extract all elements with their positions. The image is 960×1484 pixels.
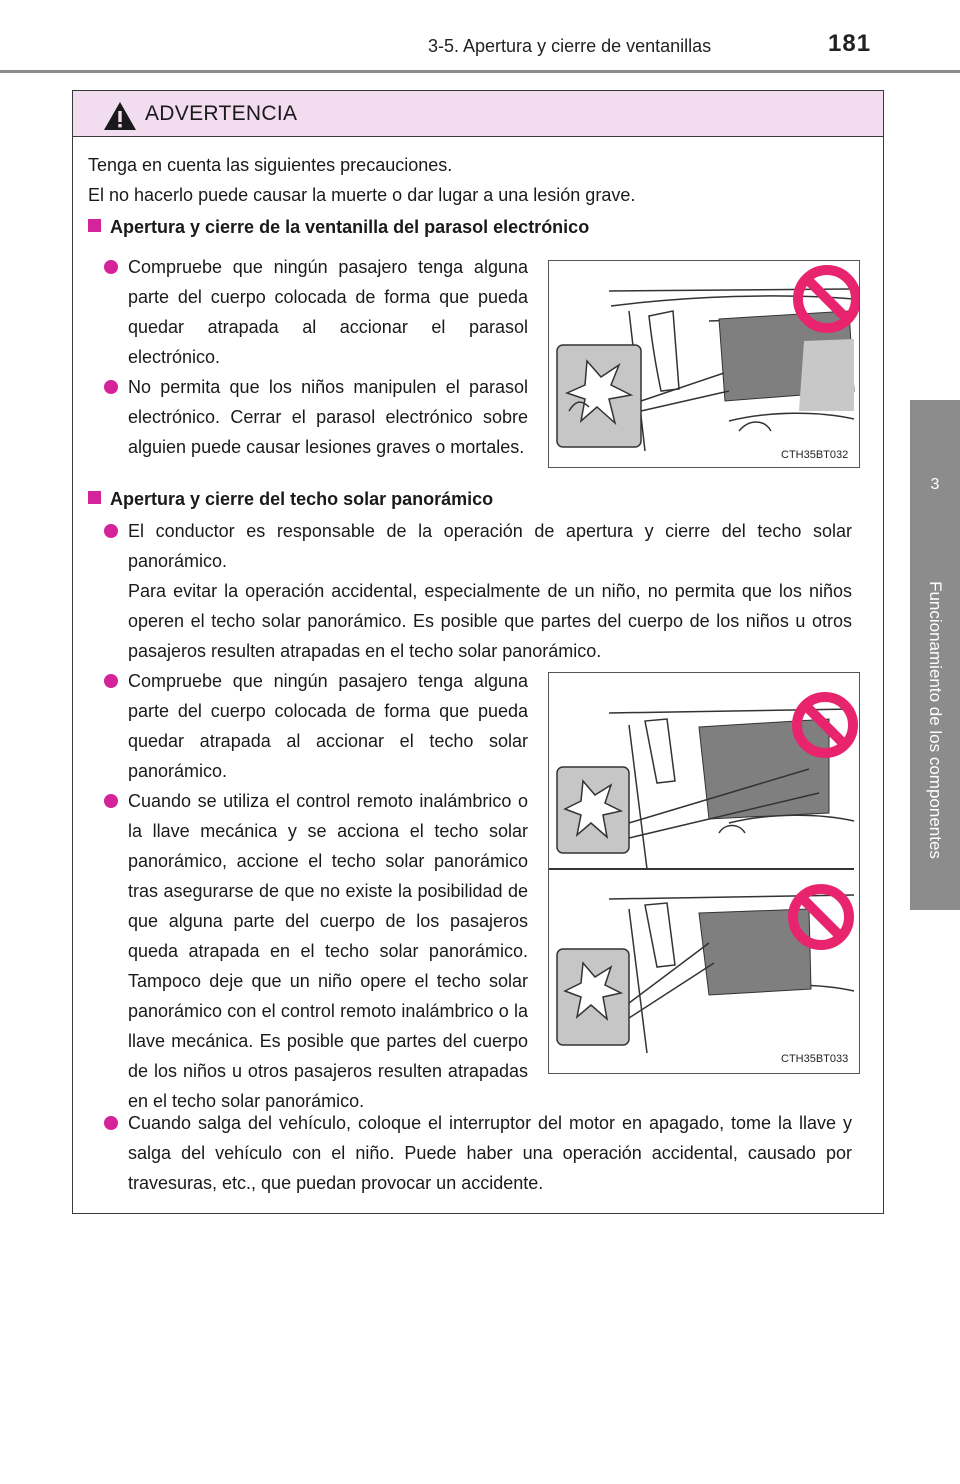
car-interior-illustration: [549, 692, 858, 1054]
list-item: Cuando se utiliza el control remoto inal…: [104, 786, 528, 1116]
chapter-number: 3: [930, 476, 940, 493]
figure-code: CTH35BT032: [781, 449, 849, 461]
warning-box: ADVERTENCIA: [72, 90, 884, 1214]
section-title: 3-5. Apertura y cierre de ventanillas: [428, 36, 712, 56]
section-heading-text: Apertura y cierre de la ventanilla del p…: [110, 217, 590, 237]
list-item: El conductor es responsable de la operac…: [104, 516, 852, 666]
chapter-tab: 3 Funcionamiento de los componentes: [910, 400, 960, 910]
list-item: Cuando salga del vehículo, coloque el in…: [104, 1108, 852, 1198]
prohibition-icon: [793, 265, 861, 333]
warning-title: ADVERTENCIA: [145, 102, 298, 125]
prohibition-icon: [788, 884, 854, 950]
chapter-title: Funcionamiento de los componentes: [926, 581, 945, 859]
intro-line: Tenga en cuenta las siguientes precaucio…: [88, 155, 453, 175]
header-divider: [0, 70, 960, 73]
list-item-text: El conductor es responsable de la operac…: [128, 521, 852, 571]
sunroof-illustration: CTH35BT033: [548, 672, 860, 1074]
list-item-text: Para evitar la operación accidental, esp…: [128, 581, 852, 661]
car-interior-illustration: [556, 265, 861, 452]
list-item-text: Cuando se utiliza el control remoto inal…: [128, 791, 528, 1111]
section-heading: Apertura y cierre del techo solar panorá…: [88, 484, 868, 514]
list-item: Compruebe que ningún pasajero tenga algu…: [104, 666, 528, 786]
intro-line: El no hacerlo puede causar la muerte o d…: [88, 185, 636, 205]
list-item-text: No permita que los niños manipulen el pa…: [128, 377, 528, 457]
page-header: 3-5. Apertura y cierre de ventanillas 18…: [0, 0, 960, 80]
list-item: No permita que los niños manipulen el pa…: [104, 372, 528, 462]
prohibition-icon: [792, 692, 858, 758]
list-item: Compruebe que ningún pasajero tenga algu…: [104, 252, 528, 372]
bullet-dot-icon: [104, 674, 118, 688]
bullet-dot-icon: [104, 380, 118, 394]
parasol-illustration: CTH35BT032: [548, 260, 861, 468]
bullet-dot-icon: [104, 1116, 118, 1130]
warning-intro: Tenga en cuenta las siguientes precaucio…: [88, 150, 868, 210]
list-item-text: Cuando salga del vehículo, coloque el in…: [128, 1113, 852, 1193]
section-heading: Apertura y cierre de la ventanilla del p…: [88, 212, 868, 242]
page-number: 181: [828, 30, 872, 57]
square-bullet-icon: [88, 491, 101, 504]
bullet-dot-icon: [104, 260, 118, 274]
bullet-dot-icon: [104, 794, 118, 808]
list-item-text: Compruebe que ningún pasajero tenga algu…: [128, 257, 528, 367]
section-heading-text: Apertura y cierre del techo solar panorá…: [110, 489, 494, 509]
warning-triangle-icon: [104, 102, 136, 130]
square-bullet-icon: [88, 219, 101, 232]
bullet-dot-icon: [104, 524, 118, 538]
warning-header: ADVERTENCIA: [73, 91, 883, 137]
figure-code: CTH35BT033: [781, 1053, 849, 1065]
list-item-text: Compruebe que ningún pasajero tenga algu…: [128, 671, 528, 781]
